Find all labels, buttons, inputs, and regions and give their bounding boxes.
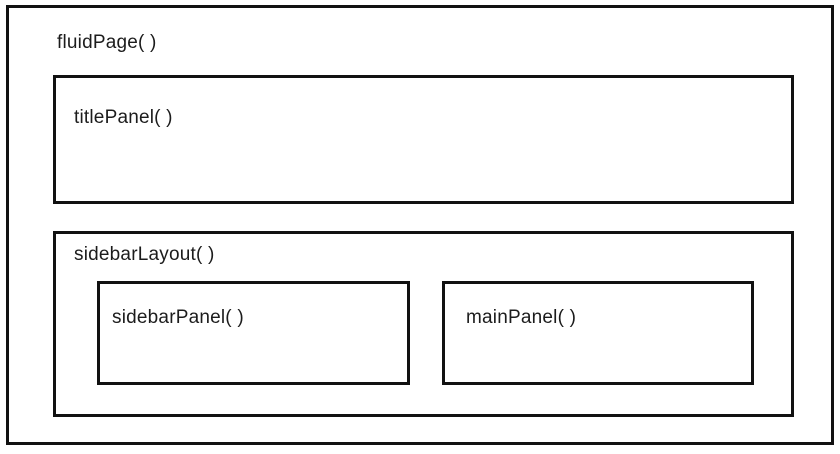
sidebarlayout-box: sidebarLayout( ) sidebarPanel( ) mainPan…	[53, 231, 794, 417]
mainpanel-box: mainPanel( )	[442, 281, 754, 385]
fluidpage-label: fluidPage( )	[57, 32, 157, 53]
mainpanel-label: mainPanel( )	[466, 307, 577, 328]
sidebarlayout-label: sidebarLayout( )	[74, 244, 215, 265]
fluidpage-box: fluidPage( ) titlePanel( ) sidebarLayout…	[6, 5, 834, 445]
sidebarpanel-box: sidebarPanel( )	[97, 281, 410, 385]
titlepanel-box: titlePanel( )	[53, 75, 794, 204]
sidebarpanel-label: sidebarPanel( )	[112, 307, 244, 328]
titlepanel-label: titlePanel( )	[74, 107, 173, 128]
